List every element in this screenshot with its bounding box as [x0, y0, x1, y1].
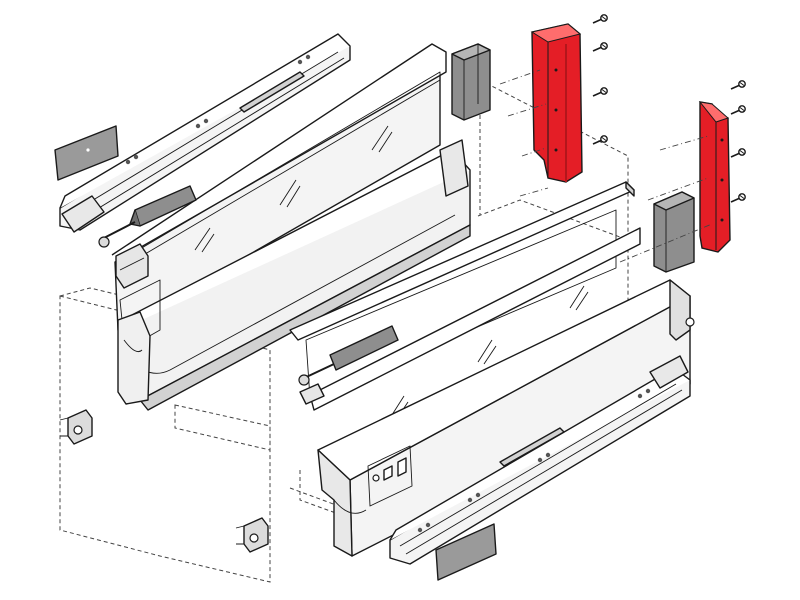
- front-fixing-bracket-lower: [698, 101, 731, 253]
- front-fixing-bracket-upper: [530, 23, 583, 183]
- screw-alignment-lines-lower: [619, 135, 713, 263]
- rear-stabiliser-lower: [653, 191, 695, 273]
- drawer-side-panel-upper: [111, 43, 447, 331]
- cover-cap-lower: [435, 523, 497, 581]
- upper-drawer-front-end: [117, 311, 151, 405]
- upper-panel-lip: [117, 71, 441, 271]
- damper-lower: [298, 325, 399, 405]
- runner-upper-front-fitting: [61, 195, 105, 233]
- runner-upper-slot: [239, 71, 305, 113]
- fixing-screws-upper: [592, 14, 609, 145]
- runner-lower-holes: [417, 388, 651, 533]
- gallery-rail-top-end: [625, 181, 635, 197]
- runner-lower-rear-fitting: [649, 355, 689, 389]
- glass-upper-reflection-2: [279, 179, 301, 208]
- upper-end-fitting: [439, 139, 469, 197]
- upper-panel-top: [111, 43, 447, 263]
- cover-cap-upper: [54, 125, 119, 181]
- rear-bracket-upper-drawer: [115, 243, 149, 289]
- drawer-runner-lower: [389, 355, 691, 565]
- lower-panel-logo-area: [367, 445, 413, 507]
- glass-upper-reflection-3: [371, 125, 393, 153]
- glass-upper-reflection-1: [194, 227, 215, 253]
- cabinet-bottom-outline: [174, 404, 271, 451]
- runner-lower-inner: [399, 383, 683, 555]
- runner-upper-holes: [125, 54, 311, 165]
- glass-reflection-lower-2: [477, 339, 497, 365]
- lower-panel-front: [317, 449, 353, 557]
- glass-reflection-lower-3: [569, 285, 589, 311]
- drawer-side-panel-lower: [317, 279, 695, 557]
- lower-panel-curve: [333, 499, 367, 514]
- lower-panel-end: [669, 279, 691, 341]
- gallery-rail-middle: [309, 227, 641, 411]
- cabinet-left-side-back: [59, 287, 196, 314]
- rear-stabiliser-upper: [451, 43, 491, 121]
- damper-upper: [98, 185, 197, 248]
- drawer-runner-upper: [59, 33, 351, 233]
- rear-bracket-left-upper: [59, 409, 93, 445]
- rear-bracket-left-lower: [235, 517, 269, 553]
- upper-assembly-bottom: [139, 224, 471, 411]
- fixing-screws-lower: [730, 80, 747, 203]
- gallery-rails-lower: [289, 181, 641, 421]
- drawer-side-assembly-upper: [119, 139, 471, 411]
